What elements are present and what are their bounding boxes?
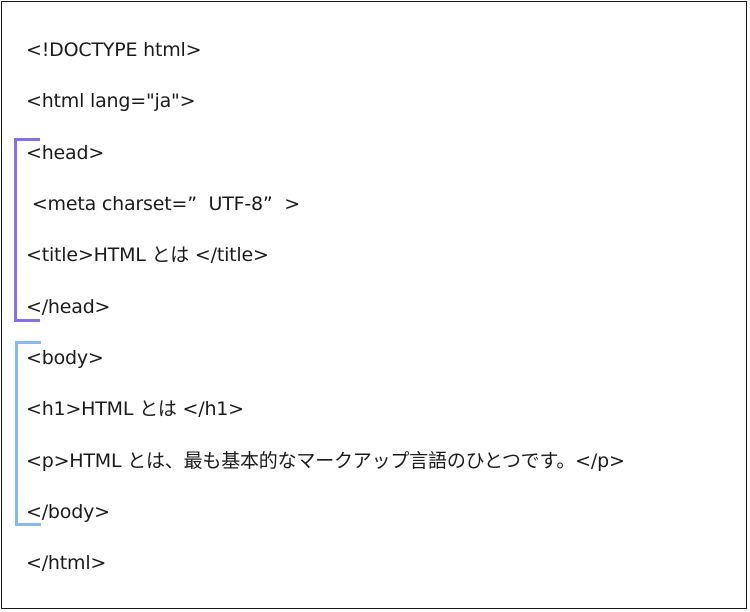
code-line-paragraph: <p>HTML とは、最も基本的なマークアップ言語のひとつです。</p> <box>26 450 625 472</box>
code-line-body-close: </body> <box>26 501 110 523</box>
code-line-head-open: <head> <box>26 142 105 164</box>
code-line-html-open: <html lang="ja"> <box>26 90 196 112</box>
code-line-meta: <meta charset=” UTF-8” > <box>26 193 300 215</box>
code-line-h1: <h1>HTML とは </h1> <box>26 398 244 420</box>
code-line-html-close: </html> <box>26 552 107 574</box>
code-line-doctype: <!DOCTYPE html> <box>26 39 202 61</box>
code-line-head-close: </head> <box>26 296 111 318</box>
code-line-title: <title>HTML とは </title> <box>26 244 269 266</box>
head-section-bracket <box>14 138 40 322</box>
body-section-bracket <box>15 341 41 526</box>
code-line-body-open: <body> <box>26 347 104 369</box>
